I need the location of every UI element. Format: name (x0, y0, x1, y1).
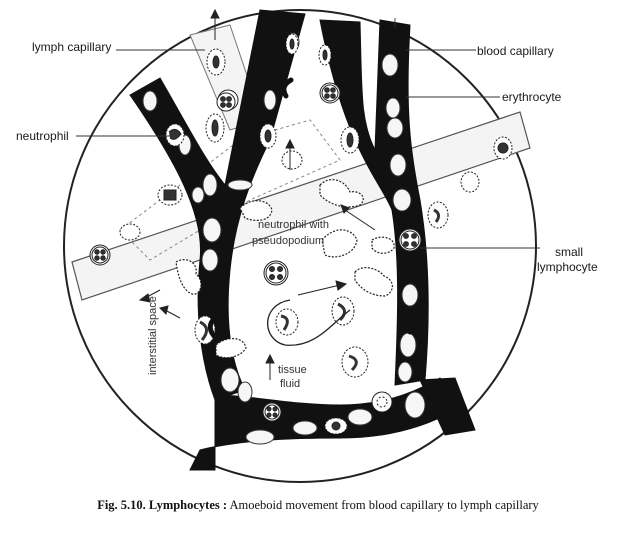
figure-caption-label: Fig. 5.10. Lymphocytes : (97, 498, 227, 512)
erythrocyte-cell (393, 189, 411, 211)
label-small-lymphocyte-2: lymphocyte (537, 260, 598, 274)
erythrocyte-cell (382, 54, 398, 76)
neutrophil-cell (332, 297, 354, 325)
erythrocyte-cell (398, 362, 412, 382)
neutrophil-cell (158, 185, 182, 205)
erythrocyte-cell (387, 118, 403, 138)
label-erythrocyte: erythrocyte (502, 90, 562, 104)
erythrocyte-cell (405, 392, 425, 418)
neutrophil-cell (319, 45, 331, 65)
neutrophil-cell (260, 124, 276, 148)
label-lymph-capillary: lymph capillary (32, 40, 111, 54)
figure-caption: Fig. 5.10. Lymphocytes : Amoeboid moveme… (0, 498, 636, 513)
erythrocyte-cell (400, 333, 416, 357)
label-neutrophil-pseudopodium-2: pseudopodium (252, 235, 324, 247)
figure-caption-text: Amoeboid movement from blood capillary t… (229, 498, 538, 512)
erythrocyte-cell (221, 368, 239, 392)
label-tissue-fluid-1: tissue (278, 364, 307, 376)
rosette-cell (322, 85, 338, 101)
label-interstitial-space: interstitial space (147, 296, 159, 375)
neutrophil-cell (428, 202, 448, 228)
erythrocyte-cell (143, 91, 157, 111)
neutrophil-cell (276, 309, 298, 335)
erythrocyte-cell (402, 284, 418, 306)
erythrocyte-cell (203, 174, 217, 196)
label-neutrophil-pseudopodium-1: neutrophil with (258, 219, 329, 231)
neutrophil-cell (166, 124, 184, 146)
label-small-lymphocyte-1: small (555, 245, 583, 259)
erythrocyte-cell (203, 218, 221, 242)
rosette-cell (266, 263, 286, 283)
neutrophil-cell (282, 151, 302, 169)
neutrophil-cell (342, 347, 368, 377)
erythrocyte-cell (202, 249, 218, 271)
label-neutrophil: neutrophil (16, 129, 69, 143)
neutrophil-cell (207, 49, 225, 75)
rosette-cell (265, 405, 279, 419)
neutrophil-cell (120, 224, 140, 240)
erythrocyte-cell (238, 382, 252, 402)
erythrocyte-cell (264, 90, 276, 110)
neutrophil-cell (206, 114, 224, 142)
rosette-cell (401, 231, 419, 249)
rosette-cell (217, 93, 235, 111)
erythrocyte-cell (246, 430, 274, 444)
neutrophil-cell (461, 172, 479, 192)
rosette-cell (92, 247, 108, 263)
neutrophil-cell (341, 127, 359, 153)
erythrocyte-cell (293, 421, 317, 435)
erythrocyte-cell (228, 180, 252, 190)
label-tissue-fluid-2: fluid (280, 378, 300, 390)
neutrophil-cell (325, 418, 347, 434)
erythrocyte-cell (192, 187, 204, 203)
neutrophil-cell (494, 137, 512, 159)
erythrocyte-cell (390, 154, 406, 176)
neutrophil-cell (286, 34, 298, 54)
erythrocyte-cell (386, 98, 400, 118)
label-blood-capillary: blood capillary (477, 44, 554, 58)
erythrocyte-cell (348, 409, 372, 425)
small-lymphocyte-cell (372, 392, 392, 412)
